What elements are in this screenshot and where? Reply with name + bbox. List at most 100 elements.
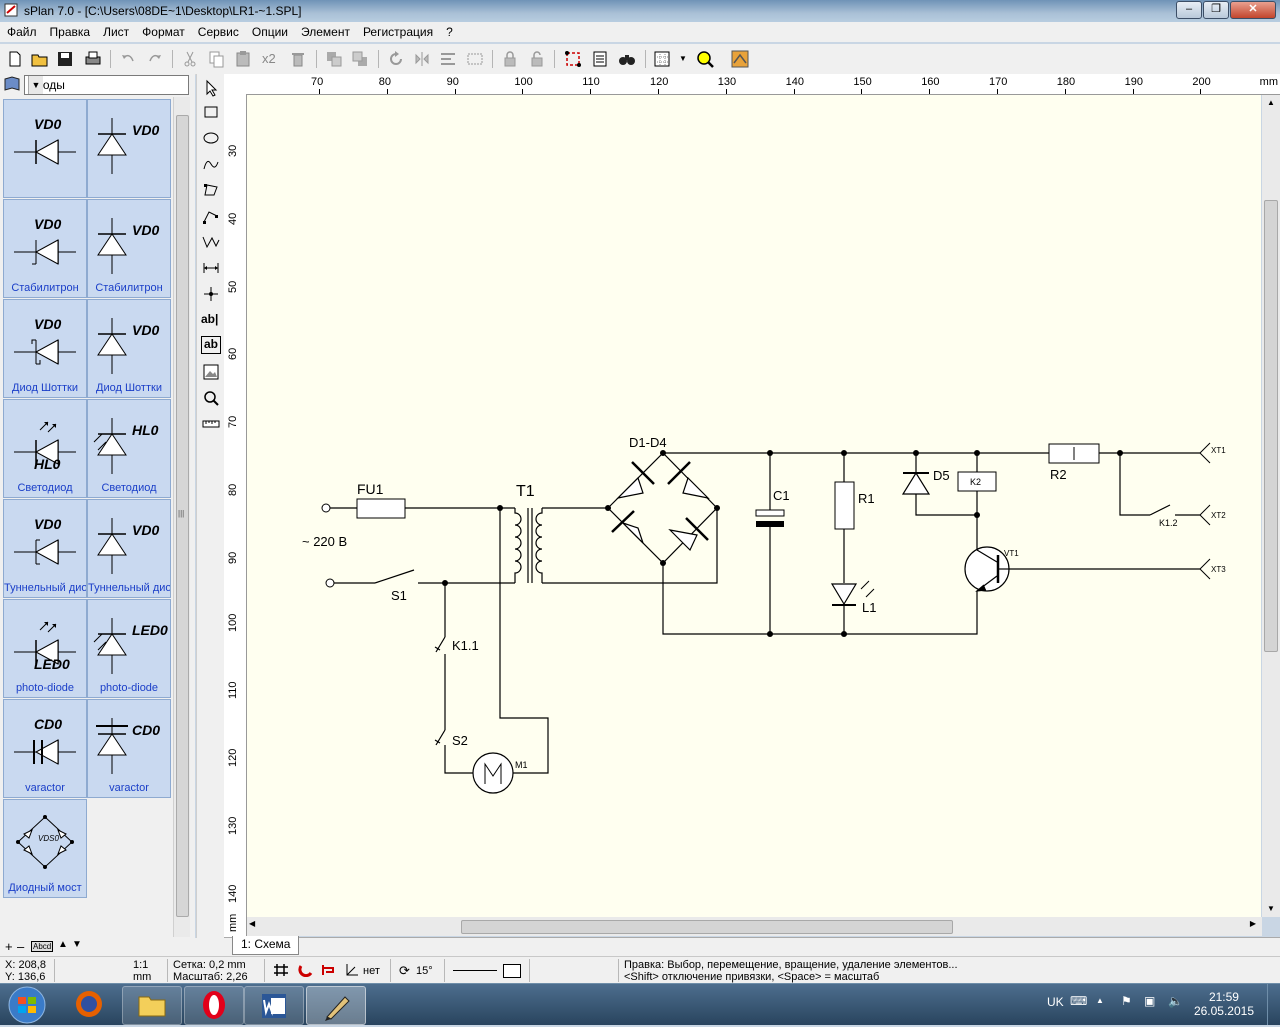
terminal[interactable]	[321, 503, 331, 513]
library-scrollbar[interactable]: |||	[173, 97, 190, 937]
ruler-corner[interactable]	[224, 74, 247, 95]
network-icon[interactable]: ▣	[1144, 994, 1156, 1008]
cut-icon[interactable]	[180, 49, 200, 69]
schematic[interactable]: FU1 ~ 220 В S1 T1 K1.1 S2 M1 D1-D4	[247, 95, 1261, 917]
switch-s1[interactable]	[374, 569, 415, 584]
bring-front-icon[interactable]	[324, 49, 344, 69]
delete-icon[interactable]	[288, 49, 308, 69]
print-icon[interactable]	[83, 49, 103, 69]
transformer-t1[interactable]	[514, 508, 543, 583]
relay-k2[interactable]	[957, 471, 997, 492]
library-book-icon[interactable]	[3, 76, 21, 92]
zoom-tool-icon[interactable]	[201, 388, 221, 408]
open-folder-icon[interactable]	[30, 49, 50, 69]
zoom-icon[interactable]	[695, 49, 715, 69]
resistor-r1[interactable]	[834, 481, 855, 530]
add-element-icon[interactable]: +	[5, 939, 13, 954]
taskbar-firefox[interactable]	[60, 986, 118, 1023]
tray-expand-icon[interactable]: ▲	[1096, 996, 1104, 1005]
rectangle-tool-icon[interactable]	[201, 102, 221, 122]
group-icon[interactable]	[465, 49, 485, 69]
redo-icon[interactable]	[145, 49, 165, 69]
menu-service[interactable]: Сервис	[197, 25, 239, 39]
language-indicator[interactable]: UK	[1047, 995, 1064, 1009]
capacitor-c1-plate[interactable]	[755, 509, 785, 517]
duplicate-button[interactable]: x2	[262, 51, 276, 66]
taskbar-explorer[interactable]	[122, 986, 182, 1025]
library-item[interactable]: VD0	[3, 99, 87, 198]
find-icon[interactable]	[617, 49, 637, 69]
junction-tool-icon[interactable]	[201, 284, 221, 304]
led-l1[interactable]	[830, 580, 875, 606]
diode-bridge[interactable]	[611, 461, 710, 552]
curve-tool-icon[interactable]	[201, 154, 221, 174]
align-icon[interactable]	[438, 49, 458, 69]
terminal-xt[interactable]	[1199, 442, 1211, 580]
abcd-button[interactable]: Abcd	[31, 941, 54, 952]
maximize-button[interactable]: ❐	[1203, 1, 1229, 19]
motor-m1[interactable]	[472, 752, 514, 794]
lock-icon[interactable]	[500, 49, 520, 69]
grid-dropdown-icon[interactable]: ▼	[679, 54, 687, 63]
line-tool-icon[interactable]	[201, 206, 221, 226]
vertical-scroll-thumb[interactable]	[1264, 200, 1278, 652]
start-button-icon[interactable]	[4, 985, 50, 1025]
volume-icon[interactable]: 🔈	[1168, 994, 1183, 1008]
library-item[interactable]: VD0	[87, 99, 171, 198]
menu-registration[interactable]: Регистрация	[362, 25, 434, 39]
image-tool-icon[interactable]	[201, 362, 221, 382]
drawing-canvas[interactable]: FU1 ~ 220 В S1 T1 K1.1 S2 M1 D1-D4	[247, 95, 1261, 917]
terminal[interactable]	[325, 578, 335, 588]
menu-file[interactable]: Файл	[7, 25, 37, 39]
select-arrow-icon[interactable]	[201, 78, 221, 98]
arrow-up-icon[interactable]: ▲	[58, 939, 68, 950]
menu-format[interactable]: Формат	[142, 25, 185, 39]
taskbar-opera[interactable]	[184, 986, 244, 1025]
line-style-preview[interactable]	[453, 970, 497, 971]
fuse-fu1[interactable]	[356, 498, 406, 519]
diode-d5[interactable]	[901, 471, 931, 495]
show-desktop-button[interactable]	[1267, 984, 1280, 1025]
keyboard-icon[interactable]: ⌨	[1070, 994, 1088, 1008]
capacitor-c1[interactable]	[756, 521, 784, 527]
snap-icon[interactable]	[320, 963, 336, 977]
chevron-down-icon[interactable]: ▼	[28, 76, 43, 94]
polygon-tool-icon[interactable]	[201, 180, 221, 200]
taskbar-splan[interactable]	[306, 986, 366, 1025]
rotate-icon[interactable]	[386, 49, 406, 69]
layer-icon[interactable]	[730, 49, 750, 69]
angle-icon[interactable]	[345, 963, 359, 977]
menu-element[interactable]: Элемент	[301, 25, 350, 39]
minimize-button[interactable]: –	[1176, 1, 1202, 19]
arrow-down-icon[interactable]: ▼	[72, 939, 82, 950]
library-select[interactable]: Диоды ▼	[24, 75, 189, 95]
vertical-scrollbar[interactable]: ▲ ▼	[1262, 95, 1280, 917]
grid-icon[interactable]	[652, 49, 672, 69]
wire-tool-icon[interactable]	[201, 232, 221, 252]
tab-schema[interactable]: 1: Схема	[232, 936, 300, 955]
ellipse-tool-icon[interactable]	[201, 128, 221, 148]
fill-style-preview[interactable]	[503, 964, 521, 978]
horizontal-scrollbar[interactable]: ◀ ▶	[247, 917, 1262, 936]
remove-element-icon[interactable]: –	[17, 939, 25, 954]
text-tool[interactable]: ab|	[201, 312, 219, 326]
contact-k12[interactable]	[1149, 504, 1171, 516]
paste-icon[interactable]	[233, 49, 253, 69]
unlock-icon[interactable]	[527, 49, 547, 69]
taskbar-word[interactable]	[244, 986, 304, 1025]
menu-help[interactable]: ?	[446, 25, 453, 39]
grid-toggle-icon[interactable]	[273, 963, 289, 977]
dimension-tool-icon[interactable]	[201, 258, 221, 278]
check-connections-icon[interactable]	[563, 49, 583, 69]
textframe-tool[interactable]: ab	[201, 336, 221, 354]
new-file-icon[interactable]	[5, 49, 25, 69]
